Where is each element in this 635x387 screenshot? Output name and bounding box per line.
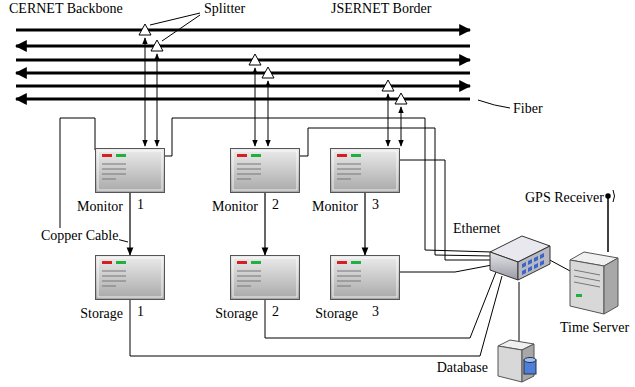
device-label: Database — [437, 360, 488, 376]
server-icon — [95, 148, 165, 193]
annotation-label: CERNET Backbone — [8, 1, 124, 17]
annotation-label: Fiber — [512, 101, 544, 117]
database-icon — [494, 338, 540, 384]
annotation-label: JSERNET Border — [330, 1, 432, 17]
ethernet-cables — [60, 118, 572, 356]
database-server: Database — [494, 338, 540, 384]
monitor-box: Monitor2 — [230, 148, 300, 193]
monitor-box: Monitor3 — [330, 148, 400, 193]
annotation-label: Splitter — [203, 1, 246, 17]
device-label: Monitor — [212, 199, 258, 215]
splitter-taps — [145, 38, 401, 146]
storage-box: Storage3 — [330, 255, 400, 300]
server-icon — [230, 255, 300, 300]
monitor-box: Monitor1 — [95, 148, 165, 193]
device-label: Time Server — [560, 320, 629, 336]
fiber-lines — [16, 30, 470, 99]
time-server-icon — [566, 250, 620, 316]
device-label: Monitor — [312, 199, 358, 215]
annotation-label: Ethernet — [452, 221, 501, 237]
server-icon — [230, 148, 300, 193]
leader-lines — [60, 13, 510, 242]
annotation-label: GPS Receiver — [524, 190, 605, 206]
time-server: Time Server — [566, 250, 620, 316]
copper-cable-arrow — [364, 193, 365, 255]
device-number: 2 — [272, 197, 279, 213]
server-icon — [330, 255, 400, 300]
copper-cable-arrow — [129, 193, 130, 255]
device-number: 3 — [372, 197, 379, 213]
annotation-label: Copper Cable — [40, 228, 119, 244]
server-icon — [330, 148, 400, 193]
device-number: 3 — [372, 304, 379, 320]
device-number: 1 — [137, 197, 144, 213]
device-number: 2 — [272, 304, 279, 320]
device-number: 1 — [137, 304, 144, 320]
ethernet-switch — [490, 236, 550, 280]
server-icon — [95, 255, 165, 300]
storage-box: Storage1 — [95, 255, 165, 300]
storage-box: Storage2 — [230, 255, 300, 300]
device-label: Storage — [80, 306, 123, 322]
splitter-symbols — [139, 24, 407, 104]
device-label: Storage — [315, 306, 358, 322]
device-label: Storage — [215, 306, 258, 322]
device-label: Monitor — [77, 199, 123, 215]
copper-cable-arrow — [264, 193, 265, 255]
